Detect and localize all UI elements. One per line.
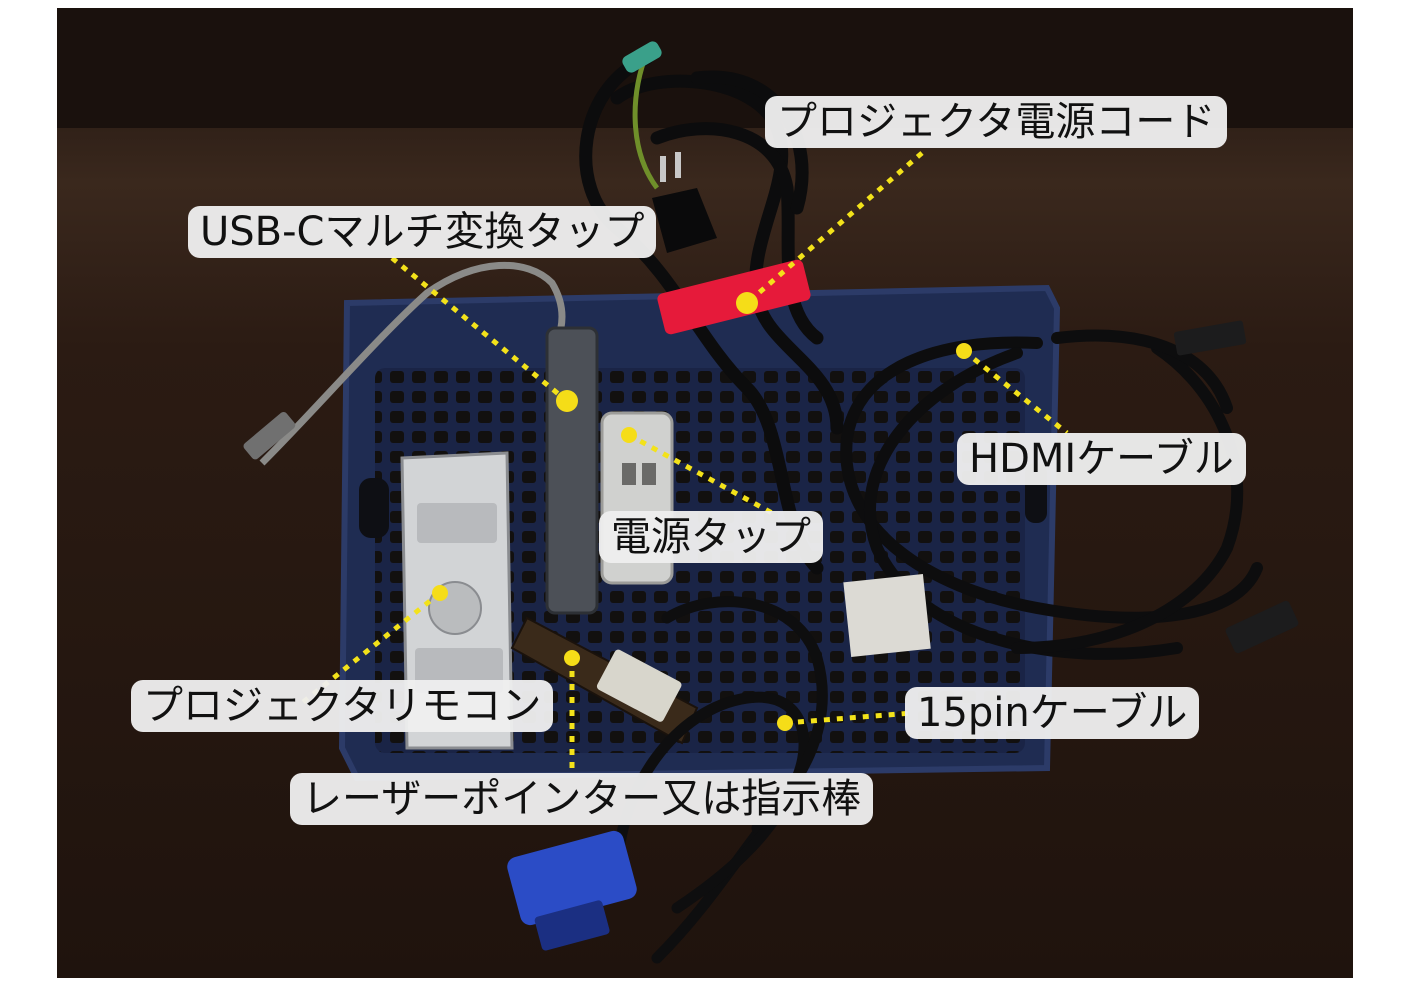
guide-dot <box>956 343 972 359</box>
guide-dot <box>564 650 580 666</box>
callout-usbc-hub: USB-Cマルチ変換タップ <box>188 206 657 258</box>
guide-dot <box>777 715 793 731</box>
usbc-flex-cable <box>259 261 566 466</box>
guide-dots <box>432 292 972 731</box>
photo-frame <box>57 8 1353 978</box>
guide-dot <box>432 585 448 601</box>
callout-laser-pointer: レーザーポインター又は指示棒 <box>290 773 874 825</box>
hdmi-plug <box>1173 320 1247 356</box>
guide-dot <box>736 292 758 314</box>
callout-vga-cable: 15pinケーブル <box>905 687 1200 739</box>
scene-illustration <box>57 8 1353 978</box>
laser-pointer <box>510 616 699 745</box>
dotted-guide-line <box>962 349 1069 435</box>
guide-dot <box>556 390 578 412</box>
dotted-guide-line <box>627 432 774 516</box>
power-plug <box>652 188 717 253</box>
callout-hdmi-cable: HDMIケーブル <box>957 433 1246 485</box>
hdmi-cable <box>840 329 1263 660</box>
guide-dot <box>621 427 637 443</box>
callout-remote: プロジェクタリモコン <box>131 680 554 732</box>
projector-remote <box>400 451 514 750</box>
usbc-hub-body <box>545 326 599 615</box>
cable-label-card <box>843 574 931 657</box>
vga-connector <box>507 830 637 926</box>
dotted-guide-line <box>784 710 913 726</box>
callout-power-cord: プロジェクタ電源コード <box>765 96 1228 148</box>
callout-power-strip: 電源タップ <box>599 511 823 563</box>
